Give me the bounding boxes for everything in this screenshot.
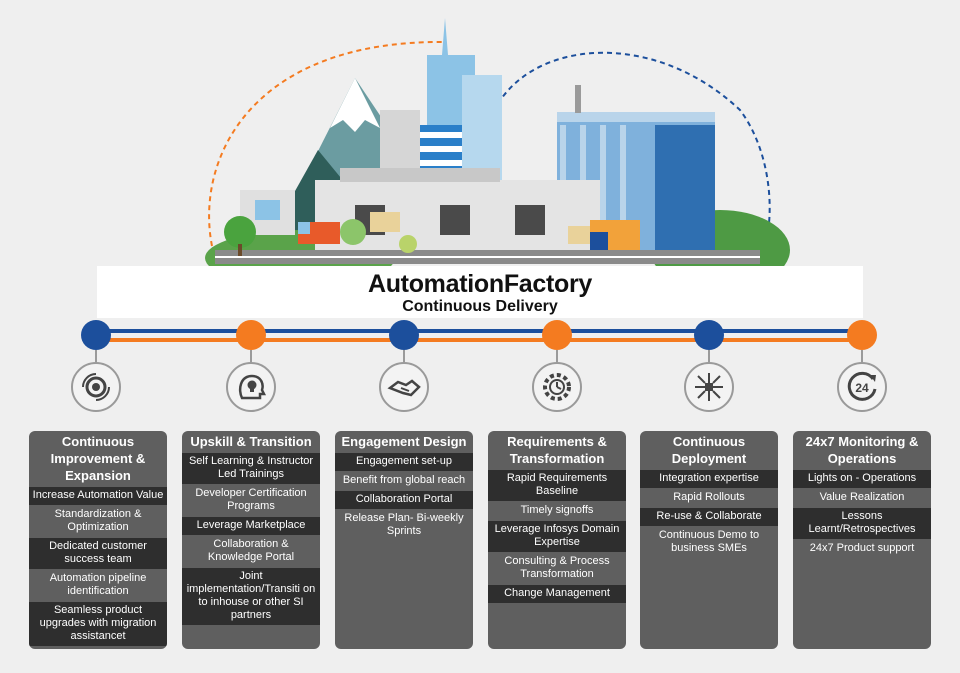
timeline-node-5 — [694, 320, 724, 350]
stage-item: Rapid Rollouts — [640, 489, 778, 507]
tree — [224, 216, 256, 248]
stage-item: Value Realization — [793, 489, 931, 507]
head-lightbulb-icon — [226, 362, 276, 412]
stage-item: Developer Certification Programs — [182, 485, 320, 516]
stage-item: Lights on - Operations — [793, 470, 931, 488]
stage-item: Benefit from global reach — [335, 472, 473, 490]
timeline-node-6 — [847, 320, 877, 350]
timeline-node-1 — [81, 320, 111, 350]
title-banner: AutomationFactory Continuous Delivery — [97, 266, 863, 318]
stage-card-5: Continuous Deployment Integration expert… — [640, 431, 778, 649]
stage-item: Collaboration & Knowledge Portal — [182, 536, 320, 567]
stage-item: Dedicated customer success team — [29, 538, 167, 569]
stage-item: Joint implementation/Transiti on to inho… — [182, 568, 320, 625]
tower-spire — [442, 18, 448, 55]
mountain-snow — [330, 78, 380, 132]
stage-item: Leverage Infosys Domain Expertise — [488, 521, 626, 552]
stage-item: Rapid Requirements Baseline — [488, 470, 626, 501]
stage-item: Automation pipeline identification — [29, 570, 167, 601]
24-hours-text: 24 — [855, 381, 869, 395]
stage-item: Consulting & Process Transformation — [488, 553, 626, 584]
stage-card-6: 24x7 Monitoring & Operations Lights on -… — [793, 431, 931, 649]
24-hours-icon: 24 — [837, 362, 887, 412]
stage-title: Engagement Design — [341, 434, 467, 449]
stage-item: Self Learning & Instructor Led Trainings — [182, 453, 320, 484]
banner-title: AutomationFactory — [367, 270, 593, 298]
timeline-node-2 — [236, 320, 266, 350]
stage-item: Change Management — [488, 585, 626, 603]
stage-item: Engagement set-up — [335, 453, 473, 471]
stage-title: Upskill & Transition — [190, 434, 312, 449]
stage-card-4: Requirements & Transformation Rapid Requ… — [488, 431, 626, 649]
handshake-icon — [379, 362, 429, 412]
blue-dashed-arc — [489, 51, 771, 247]
stage-card-3: Engagement Design Engagement set-up Bene… — [335, 431, 473, 649]
gear-arrows-icon — [71, 362, 121, 412]
stage-card-1: Continuous Improvement & Expansion Incre… — [29, 431, 167, 649]
stage-item: Leverage Marketplace — [182, 517, 320, 535]
stage-item: Increase Automation Value — [29, 487, 167, 505]
timeline-node-4 — [542, 320, 572, 350]
stage-title: 24x7 Monitoring & Operations — [805, 434, 919, 466]
stage-item: Standardization & Optimization — [29, 506, 167, 537]
banner-subtitle: Continuous Delivery — [402, 298, 558, 315]
orange-dashed-arc — [208, 40, 446, 247]
stage-item: Timely signoffs — [488, 502, 626, 520]
stage-title: Continuous Improvement & Expansion — [50, 434, 146, 483]
gear-clock-icon — [532, 362, 582, 412]
stage-item: Re-use & Collaborate — [640, 508, 778, 526]
network-icon — [684, 362, 734, 412]
stage-item: Collaboration Portal — [335, 491, 473, 509]
stage-item: Release Plan- Bi-weekly Sprints — [335, 510, 473, 541]
stage-card-2: Upskill & Transition Self Learning & Ins… — [182, 431, 320, 649]
stage-item: 24x7 Product support — [793, 540, 931, 558]
stage-item: Integration expertise — [640, 470, 778, 488]
stage-item: Continuous Demo to business SMEs — [640, 527, 778, 558]
timeline-node-3 — [389, 320, 419, 350]
stage-item: Lessons Learnt/Retrospectives — [793, 508, 931, 539]
stage-item: Seamless product upgrades with migration… — [29, 602, 167, 646]
stage-title: Continuous Deployment — [671, 434, 747, 466]
stage-title: Requirements & Transformation — [507, 434, 607, 466]
